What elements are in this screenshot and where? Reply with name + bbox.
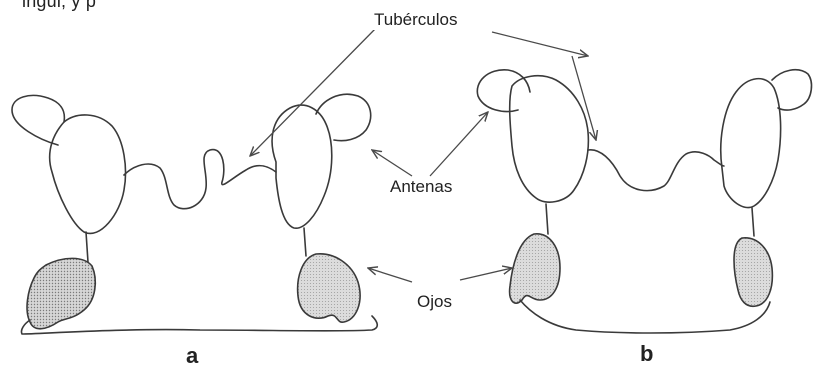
frons-a: [124, 150, 276, 209]
head-a: [12, 94, 377, 334]
label-tuberculos: Tubérculos: [372, 10, 459, 30]
head-b: [477, 70, 811, 333]
tubercle-a-left-outer-lobe: [12, 95, 64, 145]
antenna-socket-a-left: [86, 232, 88, 262]
tubercle-b-left-main-lobe: [510, 76, 589, 202]
eye-b-left: [510, 234, 560, 303]
eye-a-right: [298, 254, 360, 322]
tubercle-a-right-outer-lobe: [316, 94, 371, 140]
frons-b: [588, 150, 724, 191]
panel-label-a: a: [186, 344, 198, 368]
label-antenas: Antenas: [388, 177, 454, 197]
head-base-a: [21, 316, 377, 334]
arrow-antenas-to-a: [372, 150, 412, 176]
tubercle-b-right-main-lobe: [721, 79, 781, 208]
tubercle-b-left-outer-lobe: [477, 70, 530, 112]
tubercle-a-left-main-lobe: [50, 115, 126, 234]
eye-b-right: [734, 238, 772, 306]
arrow-ojos-to-b: [460, 268, 512, 280]
panel-label-b: b: [640, 342, 653, 366]
head-base-b: [520, 300, 770, 333]
antenna-socket-b-right: [752, 208, 754, 236]
antenna-socket-b-left: [546, 204, 548, 234]
arrow-tuberculos-to-b: [492, 32, 588, 56]
eye-a-left: [27, 258, 95, 328]
antenna-socket-a-right: [304, 228, 306, 256]
label-ojos: Ojos: [415, 292, 454, 312]
arrow-ojos-to-a: [368, 268, 412, 282]
arrow-antenas-to-b: [430, 112, 488, 176]
